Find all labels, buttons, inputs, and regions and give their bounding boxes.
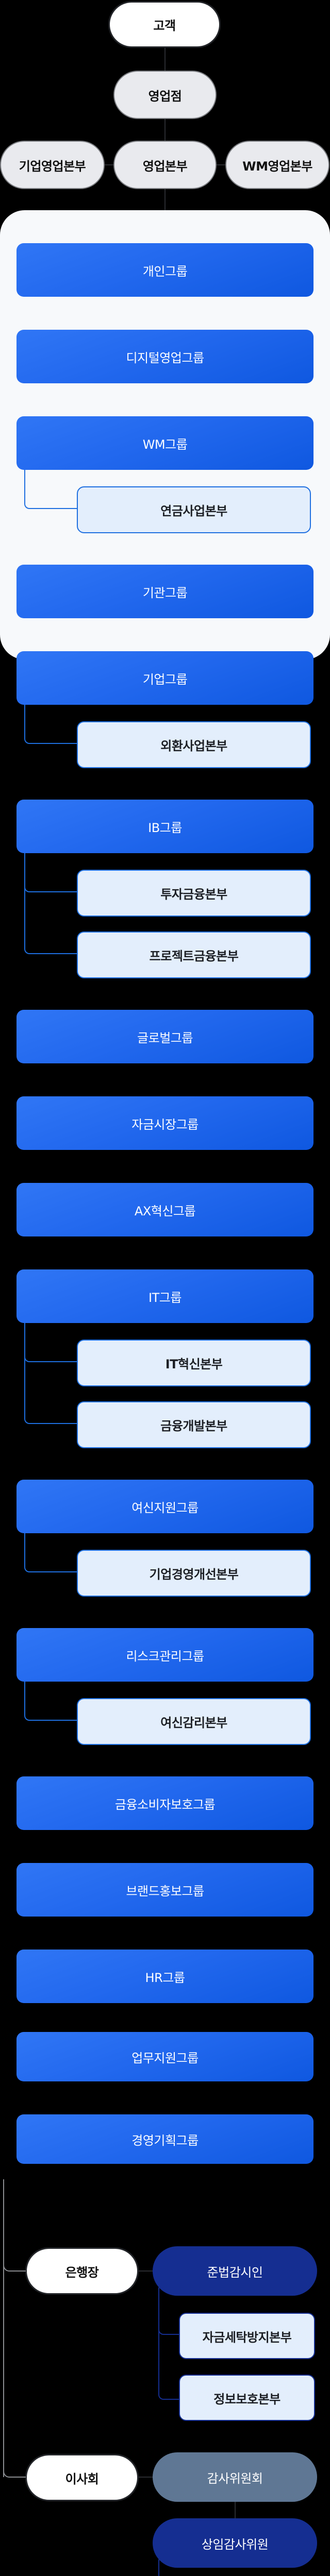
group-label: HR그룹: [145, 1970, 185, 1985]
group-label: 금융소비자보호그룹: [114, 1797, 216, 1812]
sub-label: 정보보호본부: [213, 2392, 280, 2406]
sub-label: 기업경영개선본부: [149, 1567, 239, 1582]
group-label: 경영기획그룹: [131, 2133, 199, 2148]
group-ib[interactable]: IB그룹: [16, 800, 314, 853]
node-customer[interactable]: 고객: [108, 1, 221, 48]
node-branch[interactable]: 영업점: [113, 71, 217, 119]
connector-board-audit: [139, 2477, 153, 2478]
node-standing-auditor-label: 상임감사위원: [201, 2537, 269, 2552]
group-label: 여신지원그룹: [131, 1500, 199, 1515]
node-sales-division[interactable]: 영업본부: [113, 141, 217, 189]
group-ax-innovation[interactable]: AX혁신그룹: [16, 1183, 314, 1236]
connector-customer-branch: [164, 48, 166, 71]
sub-label: 투자금융본부: [160, 887, 227, 902]
group-label: 리스크관리그룹: [126, 1649, 204, 1664]
node-compliance-officer[interactable]: 준법감시인: [153, 2246, 317, 2296]
sub-label: 프로젝트금융본부: [149, 949, 239, 963]
group-label: 개인그룹: [142, 264, 188, 279]
connector-risk-sub: [24, 1682, 77, 1721]
group-it[interactable]: IT그룹: [16, 1269, 314, 1323]
node-wm-sales-division[interactable]: WM영업본부: [225, 141, 329, 189]
node-label: 영업본부: [142, 159, 188, 174]
group-hr[interactable]: HR그룹: [16, 1950, 314, 2003]
group-label: 기업그룹: [142, 672, 188, 687]
group-risk-management[interactable]: 리스크관리그룹: [16, 1628, 314, 1682]
group-label: AX혁신그룹: [134, 1204, 196, 1218]
node-compliance-label: 준법감시인: [207, 2265, 263, 2280]
group-label: 디지털영업그룹: [126, 350, 204, 365]
sub-aml[interactable]: 자금세탁방지본부: [179, 2313, 315, 2359]
sub-fx-business[interactable]: 외환사업본부: [77, 721, 311, 768]
sub-investment-finance[interactable]: 투자금융본부: [77, 870, 311, 917]
connector-audit-standing: [235, 2502, 236, 2518]
group-credit-support[interactable]: 여신지원그룹: [16, 1480, 314, 1533]
connector-ib-sub-2: [24, 853, 77, 954]
connector-division-panel: [164, 189, 166, 211]
group-label: 자금시장그룹: [131, 1117, 199, 1132]
group-corporate[interactable]: 기업그룹: [16, 651, 314, 705]
group-institutional[interactable]: 기관그룹: [16, 565, 314, 618]
sub-information-protection[interactable]: 정보보호본부: [179, 2375, 315, 2421]
connector-branch-division: [164, 119, 166, 141]
group-label: IB그룹: [148, 820, 182, 835]
connector-it-sub-2: [24, 1323, 77, 1424]
sub-corporate-restructuring[interactable]: 기업경영개선본부: [77, 1550, 311, 1597]
connector-ceo-compliance: [139, 2270, 153, 2272]
group-wm[interactable]: WM그룹: [16, 416, 314, 470]
group-treasury-market[interactable]: 자금시장그룹: [16, 1096, 314, 1150]
connector-credit-support-sub: [24, 1533, 77, 1572]
node-board[interactable]: 이사회: [25, 2454, 139, 2501]
sub-label: 금융개발본부: [160, 1419, 227, 1433]
group-global[interactable]: 글로벌그룹: [16, 1010, 314, 1063]
group-label: 브랜드홍보그룹: [126, 1884, 204, 1899]
node-label: 기업영업본부: [19, 159, 86, 174]
sub-label: 여신감리본부: [160, 1716, 227, 1730]
group-operations-support[interactable]: 업무지원그룹: [16, 2032, 314, 2081]
node-branch-label: 영업점: [148, 89, 182, 104]
node-customer-label: 고객: [153, 19, 176, 33]
group-management-planning[interactable]: 경영기획그룹: [16, 2114, 314, 2164]
group-label: IT그룹: [148, 1290, 182, 1305]
sub-label: 자금세탁방지본부: [202, 2330, 292, 2345]
connector-wm-sub: [24, 470, 77, 509]
node-corporate-sales-division[interactable]: 기업영업본부: [0, 141, 105, 189]
group-consumer-protection[interactable]: 금융소비자보호그룹: [16, 1776, 314, 1830]
node-audit-committee[interactable]: 감사위원회: [153, 2452, 317, 2502]
connector-standing-sub: [158, 2560, 179, 2576]
sub-label: IT혁신본부: [165, 1357, 223, 1371]
node-ceo[interactable]: 은행장: [25, 2247, 139, 2295]
group-label: 글로벌그룹: [137, 1030, 193, 1045]
group-label: 업무지원그룹: [131, 2050, 199, 2065]
sub-financial-development[interactable]: 금융개발본부: [77, 1401, 311, 1448]
connector-trunk-board: [3, 2205, 26, 2478]
sub-label: 외환사업본부: [160, 739, 227, 753]
node-ceo-label: 은행장: [65, 2265, 99, 2280]
node-board-label: 이사회: [65, 2471, 99, 2486]
node-label: WM영업본부: [242, 159, 312, 174]
group-label: 기관그룹: [142, 585, 188, 600]
group-label: WM그룹: [142, 437, 188, 452]
node-audit-committee-label: 감사위원회: [207, 2471, 263, 2486]
connector-compliance-sub-2: [158, 2287, 179, 2400]
sub-it-innovation[interactable]: IT혁신본부: [77, 1340, 311, 1386]
sub-pension-business[interactable]: 연금사업본부: [77, 486, 311, 533]
node-standing-auditor[interactable]: 상임감사위원: [153, 2518, 317, 2568]
sub-credit-review[interactable]: 여신감리본부: [77, 1698, 311, 1745]
group-personal[interactable]: 개인그룹: [16, 243, 314, 297]
sub-label: 연금사업본부: [160, 504, 227, 518]
group-brand-pr[interactable]: 브랜드홍보그룹: [16, 1863, 314, 1917]
sub-project-finance[interactable]: 프로젝트금융본부: [77, 931, 311, 978]
connector-corporate-sub: [24, 705, 77, 744]
group-digital-sales[interactable]: 디지털영업그룹: [16, 330, 314, 383]
